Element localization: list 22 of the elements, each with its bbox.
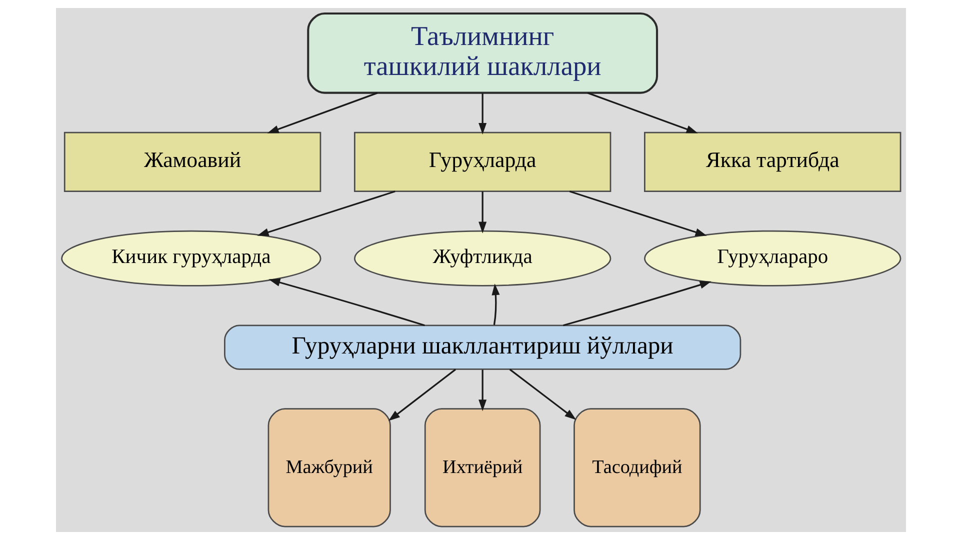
arrow [568, 190, 706, 236]
arrow [562, 280, 711, 326]
node-box: Мажбурий [267, 408, 390, 528]
arrow [478, 370, 486, 412]
node-box: Гуруҳларда [353, 132, 611, 192]
node-box: Якка тартибда [644, 132, 901, 192]
arrow [256, 190, 395, 236]
node-ellipse: Гуруҳлараро [644, 230, 901, 286]
arrow [388, 368, 456, 421]
arrow [586, 92, 698, 134]
node-box: Гуруҳларни шакллантириш йўллари [224, 324, 741, 370]
arrow [491, 284, 500, 326]
node-box: Жамоавий [63, 132, 321, 192]
node-box: Ихтиёрий [424, 408, 540, 528]
node-ellipse: Жуфтликда [353, 230, 611, 286]
arrow [478, 93, 486, 134]
node-box: Тасодифий [573, 408, 700, 528]
node-box: Таълимнинг ташкилий шакллари [306, 12, 658, 94]
arrow [478, 191, 486, 234]
arrow [268, 278, 424, 326]
arrow [266, 92, 378, 134]
arrow [508, 368, 576, 420]
